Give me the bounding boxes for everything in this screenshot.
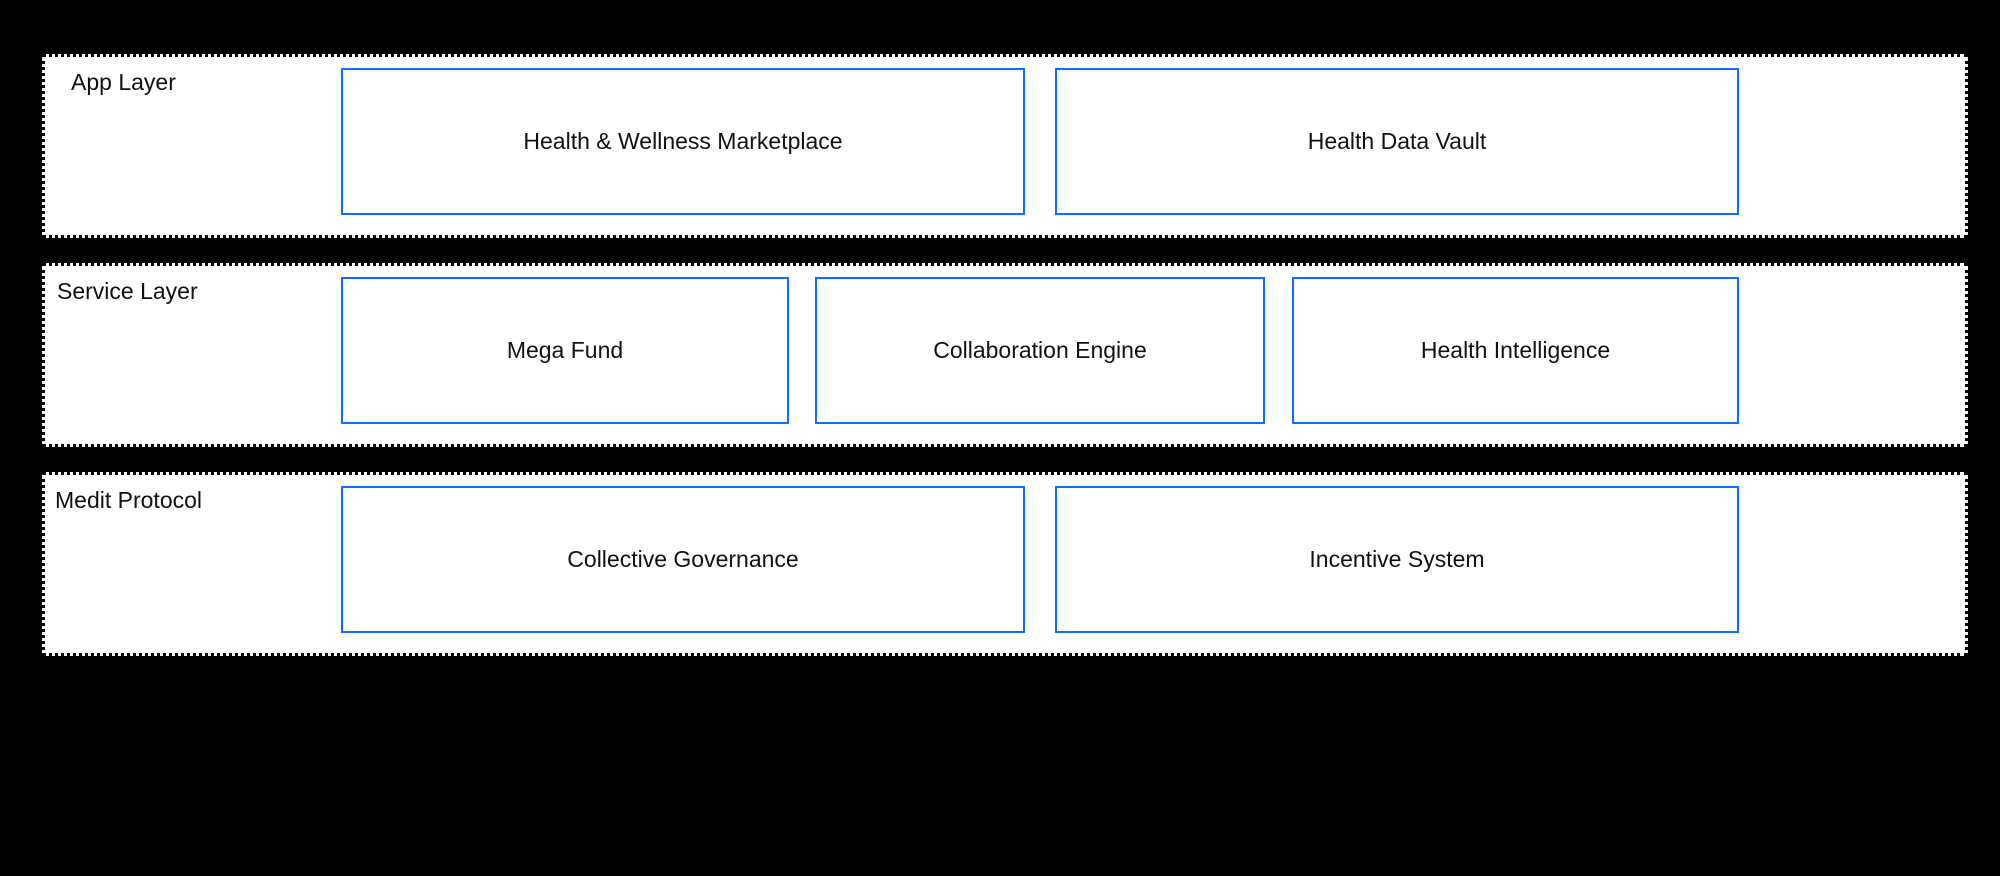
layer-panel-service: Service Layer Mega Fund Collaboration En… [42, 263, 1968, 447]
node-label: Health & Wellness Marketplace [523, 127, 843, 154]
node-health-data-vault[interactable]: Health Data Vault [1055, 68, 1739, 215]
node-row-protocol: Collective Governance Incentive System [45, 486, 1965, 633]
node-collaboration-engine[interactable]: Collaboration Engine [815, 277, 1265, 424]
node-label: Health Intelligence [1420, 336, 1611, 363]
node-health-wellness-marketplace[interactable]: Health & Wellness Marketplace [341, 68, 1025, 215]
layer-title-service: Service Layer [57, 278, 198, 304]
layer-panel-app: App Layer Health & Wellness Marketplace … [42, 54, 1968, 238]
node-collective-governance[interactable]: Collective Governance [341, 486, 1025, 633]
node-label: Incentive System [1309, 545, 1485, 572]
node-row-service: Mega Fund Collaboration Engine Health In… [45, 277, 1965, 424]
node-label: Collaboration Engine [933, 336, 1147, 363]
node-label: Health Data Vault [1307, 127, 1487, 154]
layer-panel-medit-protocol: Medit Protocol Collective Governance Inc… [42, 472, 1968, 656]
node-label: Mega Fund [506, 336, 624, 363]
node-health-intelligence[interactable]: Health Intelligence [1292, 277, 1739, 424]
layer-title-medit-protocol: Medit Protocol [55, 487, 203, 513]
node-mega-fund[interactable]: Mega Fund [341, 277, 789, 424]
node-label: Collective Governance [567, 545, 799, 572]
node-incentive-system[interactable]: Incentive System [1055, 486, 1739, 633]
layer-title-app: App Layer [71, 69, 176, 95]
node-row-app: Health & Wellness Marketplace Health Dat… [45, 68, 1965, 215]
